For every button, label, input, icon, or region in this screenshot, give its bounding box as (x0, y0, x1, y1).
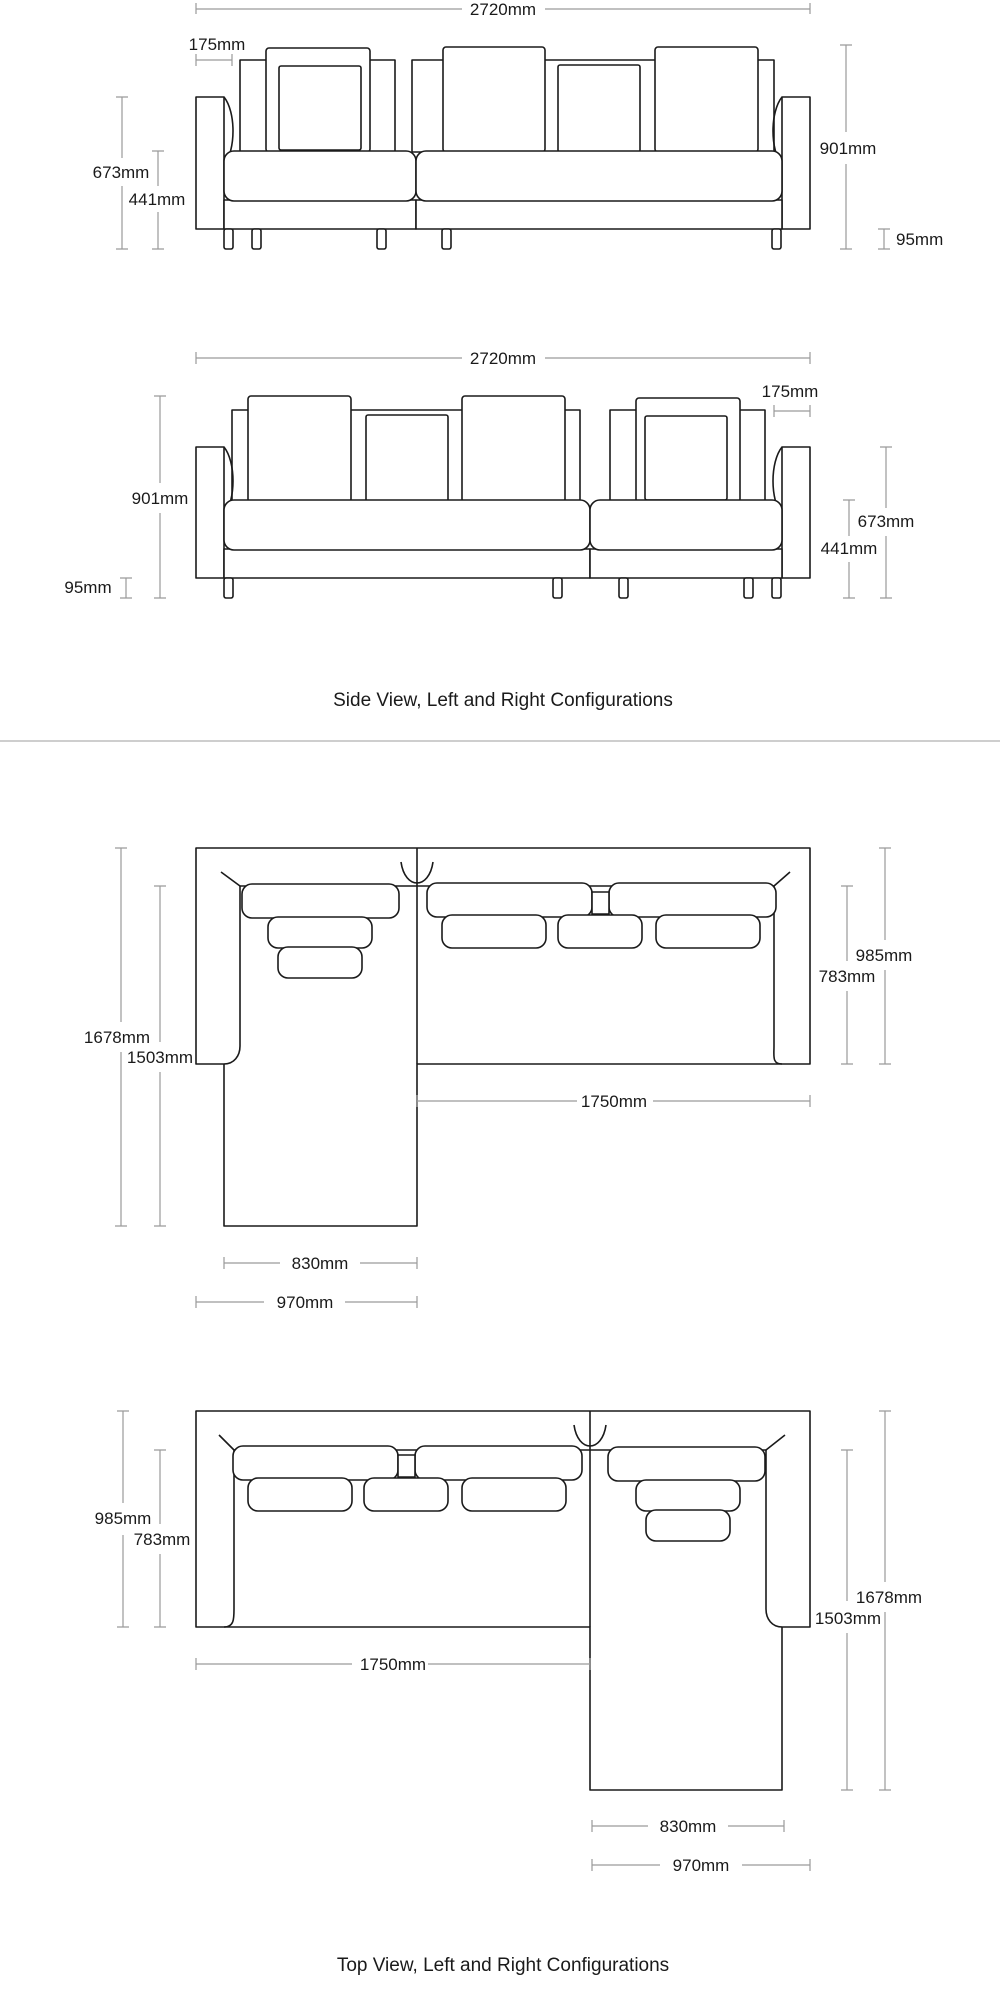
top-view-left-dimensions: 1678mm 1503mm 985mm 783mm 1750mm 830mm 9… (84, 847, 913, 1312)
dim-chaise-width-label: 970mm (277, 1293, 334, 1312)
dim-depth-label: 985mm (856, 946, 913, 965)
side-view-left-drawing (195, 46, 811, 250)
top-view-right-dimensions: 985mm 783mm 1678mm 1503mm 1750mm 830mm 9… (95, 1410, 922, 1875)
dim-chaise-seat-label: 830mm (292, 1254, 349, 1273)
top-view-caption: Top View, Left and Right Configurations (337, 1955, 669, 1976)
dim-leg-label: 95mm (896, 230, 943, 249)
dim-chaise-depth-label: 1678mm (856, 1588, 922, 1607)
dim-depth-label: 985mm (95, 1509, 152, 1528)
dim-seat-height-label: 441mm (821, 539, 878, 558)
dim-chaise-seat-label: 830mm (660, 1817, 717, 1836)
dim-width-label: 2720mm (470, 0, 536, 19)
dim-arm-height-label: 673mm (93, 163, 150, 182)
dim-arm-height-label: 673mm (858, 512, 915, 531)
dim-arm-label: 175mm (189, 35, 246, 54)
dim-height-label: 901mm (820, 139, 877, 158)
dim-seat-depth-label: 783mm (819, 967, 876, 986)
dim-sofa-width-label: 1750mm (360, 1655, 426, 1674)
dim-sofa-width-label: 1750mm (581, 1092, 647, 1111)
dim-seat-height-label: 441mm (129, 190, 186, 209)
dim-chaise-inner-label: 1503mm (127, 1048, 193, 1067)
dim-arm-label: 175mm (762, 382, 819, 401)
side-view-caption: Side View, Left and Right Configurations (333, 690, 673, 711)
dim-width-label: 2720mm (470, 349, 536, 368)
top-view-left-drawing (195, 847, 811, 1227)
dim-chaise-inner-label: 1503mm (815, 1609, 881, 1628)
side-view-left-dimensions: 2720mm 175mm 673mm 441mm 901mm 95mm (93, 0, 943, 250)
dim-leg-label: 95mm (64, 578, 111, 597)
side-view-right-dimensions: 2720mm 175mm 901mm 95mm 673mm 441mm (64, 349, 915, 599)
side-view-right-drawing (195, 395, 811, 599)
dim-chaise-depth-label: 1678mm (84, 1028, 150, 1047)
dim-chaise-width-label: 970mm (673, 1856, 730, 1875)
dim-height-label: 901mm (132, 489, 189, 508)
dim-seat-depth-label: 783mm (134, 1530, 191, 1549)
top-view-right-drawing (195, 1410, 811, 1791)
